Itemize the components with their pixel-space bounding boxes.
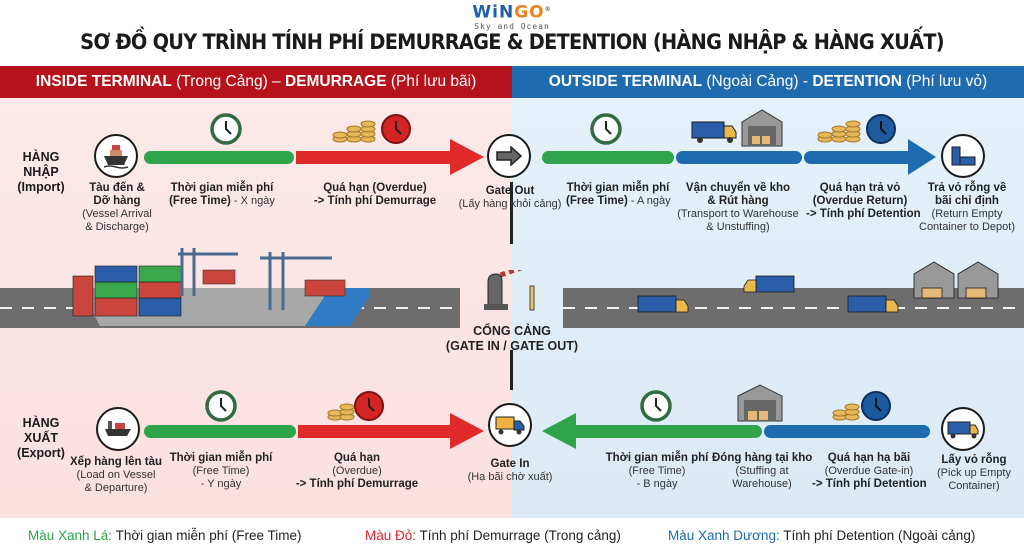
import-row-label: HÀNG NHẬP (Import) <box>17 150 65 194</box>
legend-free-time: Màu Xanh Lá: Thời gian miễn phí (Free Ti… <box>28 528 302 543</box>
export-step-demurrage: Quá hạn(Overdue)-> Tính phí Demurrage <box>295 452 419 490</box>
export-demurrage-arrowhead <box>450 413 484 449</box>
export-step-outside-free-time: Thời gian miễn phí(Free Time)- B ngày <box>605 452 709 490</box>
band-outside-sub2: (Phí lưu vỏ) <box>901 73 988 90</box>
gate-barrier-icon <box>484 270 535 311</box>
logo-brand-part2: GO <box>514 2 545 23</box>
band-outside-fee: DETENTION <box>812 73 902 90</box>
band-outside-sub1: (Ngoài Cảng) - <box>702 73 813 90</box>
gate-in-truck-icon <box>488 403 532 447</box>
export-outside-free-time-bar <box>572 425 762 438</box>
import-detention-bar <box>804 151 910 164</box>
loading-ship-icon <box>96 407 140 451</box>
terminal-divider-bottom <box>510 350 513 390</box>
outside-terminal-band: OUTSIDE TERMINAL (Ngoài Cảng) - DETENTIO… <box>512 66 1024 98</box>
page-title: SƠ ĐỒ QUY TRÌNH TÍNH PHÍ DEMURRAGE & DET… <box>80 30 944 54</box>
demurrage-coins-clock-icon <box>332 114 411 144</box>
import-step-detention: Quá hạn trả vỏ(Overdue Return)-> Tính ph… <box>806 182 921 220</box>
logo-brand-part1: WiN <box>472 2 515 23</box>
terminal-divider-top <box>510 182 513 244</box>
export-row-label: HÀNG XUẤT (Export) <box>17 416 65 460</box>
truck-warehouse-icon <box>691 109 783 147</box>
import-transport-bar <box>676 151 802 164</box>
import-detention-arrowhead <box>908 139 936 175</box>
export-step-load-vessel: Xếp hàng lên tàu(Load on Vessel& Departu… <box>70 456 163 494</box>
import-step-free-time: Thời gian miễn phí(Free Time) - X ngày <box>169 182 275 207</box>
legend-detention: Màu Xanh Dương: Tính phí Detention (Ngoà… <box>668 528 976 543</box>
import-demurrage-arrowhead <box>450 139 484 175</box>
port-gate-label: CỔNG CẢNG(GATE IN / GATE OUT) <box>445 324 579 353</box>
export-free-time-arrowhead <box>542 413 576 449</box>
free-time-clock-icon <box>210 113 242 145</box>
port-terminal-illustration <box>72 248 370 326</box>
export-demurrage-bar <box>298 425 456 438</box>
import-step-demurrage: Quá hạn (Overdue)-> Tính phí Demurrage <box>313 182 437 207</box>
outside-trucks-warehouses-illustration <box>637 261 999 313</box>
import-free-time-bar <box>144 151 294 164</box>
export-free-time-bar <box>144 425 296 438</box>
wingo-logo: WiNGO® Sky and Ocean <box>0 1 1024 31</box>
legend-demurrage: Màu Đỏ: Tính phí Demurrage (Trong cảng) <box>365 528 621 543</box>
inside-terminal-band: INSIDE TERMINAL (Trong Cảng) – DEMURRAGE… <box>0 66 512 98</box>
import-step-vessel-arrival: Tàu đến &Dỡ hàng(Vessel Arrival& Dischar… <box>82 182 152 233</box>
band-inside-sub2: (Phí lưu bãi) <box>386 73 477 90</box>
ship-icon <box>94 134 138 178</box>
export-outside-clock-icon <box>640 390 672 422</box>
empty-container-depot-icon <box>941 134 985 178</box>
band-inside-title: INSIDE TERMINAL <box>35 73 172 90</box>
gate-out-arrow-icon <box>487 134 531 178</box>
import-outside-free-time-bar <box>542 151 674 164</box>
import-step-transport-unstuffing: Vận chuyển về kho& Rút hàng(Transport to… <box>677 182 799 233</box>
logo-registered-mark: ® <box>544 6 552 13</box>
export-free-time-clock-icon <box>205 390 237 422</box>
pickup-empty-container-icon <box>941 407 985 451</box>
detention-coins-clock-icon <box>817 114 896 144</box>
export-step-detention: Quá hạn hạ bãi(Overdue Gate-in)-> Tính p… <box>812 452 927 490</box>
outside-free-time-clock-icon <box>590 113 622 145</box>
import-step-gate-out: Gate Out(Lấy hàng khỏi cảng) <box>458 185 562 210</box>
import-demurrage-bar <box>296 151 456 164</box>
export-step-gate-in: Gate In(Hạ bãi chờ xuất) <box>467 458 553 483</box>
band-inside-sub1: (Trong Cảng) – <box>171 73 285 90</box>
logo-tagline: Sky and Ocean <box>474 21 550 31</box>
export-step-free-time: Thời gian miễn phí(Free Time)- Y ngày <box>169 452 273 490</box>
import-step-outside-free-time: Thời gian miễn phí(Free Time) - A ngày <box>566 182 671 207</box>
band-outside-title: OUTSIDE TERMINAL <box>548 73 703 90</box>
export-detention-bar <box>764 425 930 438</box>
export-detention-coins-clock-icon <box>832 391 891 421</box>
export-demurrage-coins-clock-icon <box>327 391 384 421</box>
stuffing-warehouse-icon <box>737 384 783 422</box>
band-inside-fee: DEMURRAGE <box>284 73 387 90</box>
